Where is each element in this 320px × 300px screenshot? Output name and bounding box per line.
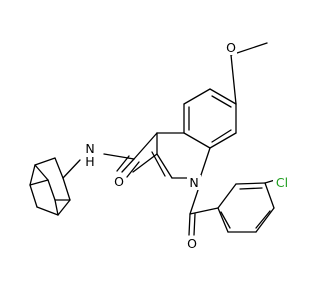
bond-line [103, 153, 135, 160]
bond-line [189, 189, 199, 215]
bond-line [36, 206, 59, 216]
atom-labels: O O N H N O Cl [83, 40, 291, 251]
bond-line [255, 210, 271, 229]
bond-line [211, 129, 232, 143]
bond-line [62, 177, 71, 201]
bond-line [230, 54, 237, 105]
bond-line [255, 207, 275, 233]
amide-hydrogen-label: H [85, 154, 94, 169]
bond-line [217, 207, 229, 233]
bond-line [239, 187, 263, 190]
bond-line [264, 182, 275, 209]
bond-line [132, 153, 158, 173]
bond-line [156, 153, 173, 179]
bond-line [211, 95, 232, 108]
bond-line [220, 211, 231, 229]
chlorine-label: Cl [276, 175, 288, 190]
bond-lines [29, 42, 276, 236]
bond-line [133, 132, 158, 160]
methoxy-oxygen-label: O [226, 40, 236, 55]
bond-line [188, 213, 191, 236]
bond-line [54, 157, 64, 179]
bond-line [29, 179, 49, 186]
bond-line [54, 199, 59, 216]
ketone-oxygen-label: O [187, 236, 197, 251]
bond-line [183, 132, 211, 149]
bond-line [57, 199, 71, 216]
bond-line [62, 159, 81, 179]
amide-oxygen-label: O [114, 174, 124, 189]
bond-line [34, 164, 49, 181]
bond-line [116, 155, 130, 172]
amide-nitrogen-label: N [85, 141, 94, 156]
bond-line [47, 179, 56, 201]
bond-line [183, 88, 211, 105]
bond-line [193, 213, 196, 236]
bond-line [29, 164, 36, 186]
bond-line [34, 157, 56, 166]
bond-line [126, 161, 140, 178]
bond-line [235, 182, 266, 185]
bond-line [199, 147, 211, 179]
bond-line [121, 158, 135, 173]
bond-line [29, 184, 38, 208]
indole-nitrogen-label: N [189, 175, 198, 190]
bond-line [209, 88, 237, 105]
bond-line [209, 132, 237, 149]
molecule-structure-diagram: O O N H N O Cl [29, 40, 291, 251]
bond-line [189, 207, 219, 215]
bond-line [217, 183, 237, 209]
